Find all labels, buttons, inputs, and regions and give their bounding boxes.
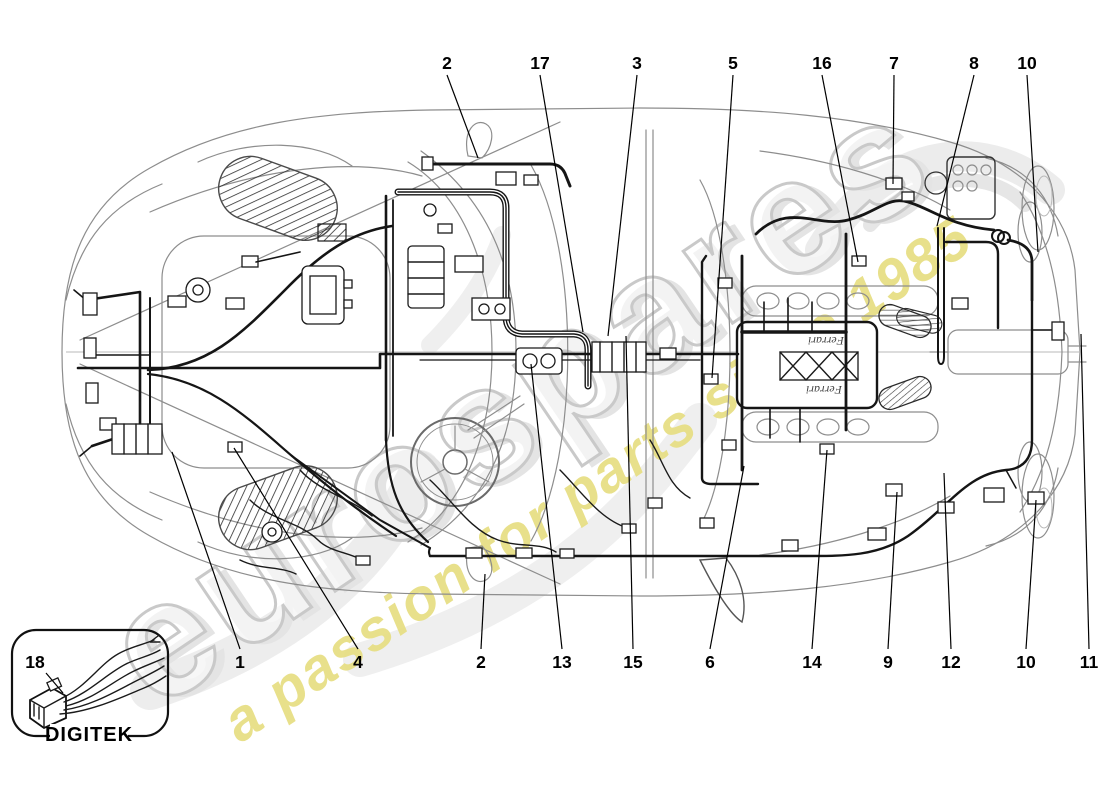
engine-brand-text: Ferrari: [808, 334, 845, 348]
callout-number-10: 10: [1016, 652, 1036, 672]
ignition-coil: [878, 375, 932, 411]
callout-leader-9: [887, 491, 898, 650]
door-outline: [698, 557, 745, 624]
callout-number-6: 6: [705, 652, 715, 672]
callout-number-13: 13: [552, 652, 572, 672]
callout-leader-16: [821, 74, 859, 263]
callout-number-16: 16: [812, 53, 832, 73]
front-wheel-top: [217, 155, 338, 241]
callout-number-4: 4: [353, 652, 363, 672]
watermark-swoosh: [130, 141, 1065, 710]
callout-number-1: 1: [235, 652, 245, 672]
callout-number-10: 10: [1017, 53, 1037, 73]
callout-leader-11: [1080, 333, 1090, 650]
callout-leader-10: [1026, 74, 1039, 253]
car-body-outline: [61, 107, 1081, 624]
callout-number-2: 2: [476, 652, 486, 672]
callout-number-7: 7: [889, 53, 899, 73]
callout-leader-4: [233, 447, 359, 650]
callout-number-15: 15: [623, 652, 643, 672]
callout-leader-18: [45, 672, 64, 694]
callout-leader-15: [625, 335, 634, 650]
center-connector-block: [591, 341, 647, 373]
engine-brand-text: Ferrari: [806, 383, 843, 397]
callout-number-12: 12: [941, 652, 961, 672]
callout-leader-12: [943, 472, 952, 650]
ignition-module: [946, 156, 996, 220]
callout-leader-14: [811, 449, 828, 650]
callout-leader-5: [711, 74, 734, 379]
callout-leader-7: [892, 74, 895, 185]
callout-leader-10: [1025, 499, 1037, 650]
callout-leader-1: [171, 451, 241, 650]
callout-number-8: 8: [969, 53, 979, 73]
callout-number-14: 14: [802, 652, 822, 672]
legend-box: DIGITEK: [10, 628, 170, 746]
callout-leader-13: [530, 363, 563, 650]
callout-leader-8: [936, 74, 975, 227]
callout-number-2: 2: [442, 53, 452, 73]
rear-wheel-bottom: [1017, 441, 1055, 539]
callout-leader-17: [539, 74, 584, 333]
callout-number-11: 11: [1080, 652, 1099, 672]
left-mirror: [466, 121, 493, 159]
legend-label-backdrop: [50, 724, 128, 744]
callout-number-18: 18: [25, 652, 45, 672]
callout-number-3: 3: [632, 53, 642, 73]
fuse-box: [407, 245, 445, 309]
right-mirror: [466, 545, 493, 583]
callout-number-5: 5: [728, 53, 738, 73]
wiring-harness: [73, 156, 1065, 575]
callout-leader-6: [709, 465, 745, 650]
callout-leader-3: [607, 74, 638, 337]
callout-number-17: 17: [530, 53, 549, 73]
battery: [111, 423, 163, 455]
legend-brand-text: DIGITEK: [45, 724, 133, 746]
callout-number-9: 9: [883, 652, 893, 672]
callout-leader-2: [446, 74, 479, 159]
callout-leader-2: [480, 573, 486, 650]
connector-illustration: [29, 635, 167, 730]
relay: [317, 223, 347, 242]
